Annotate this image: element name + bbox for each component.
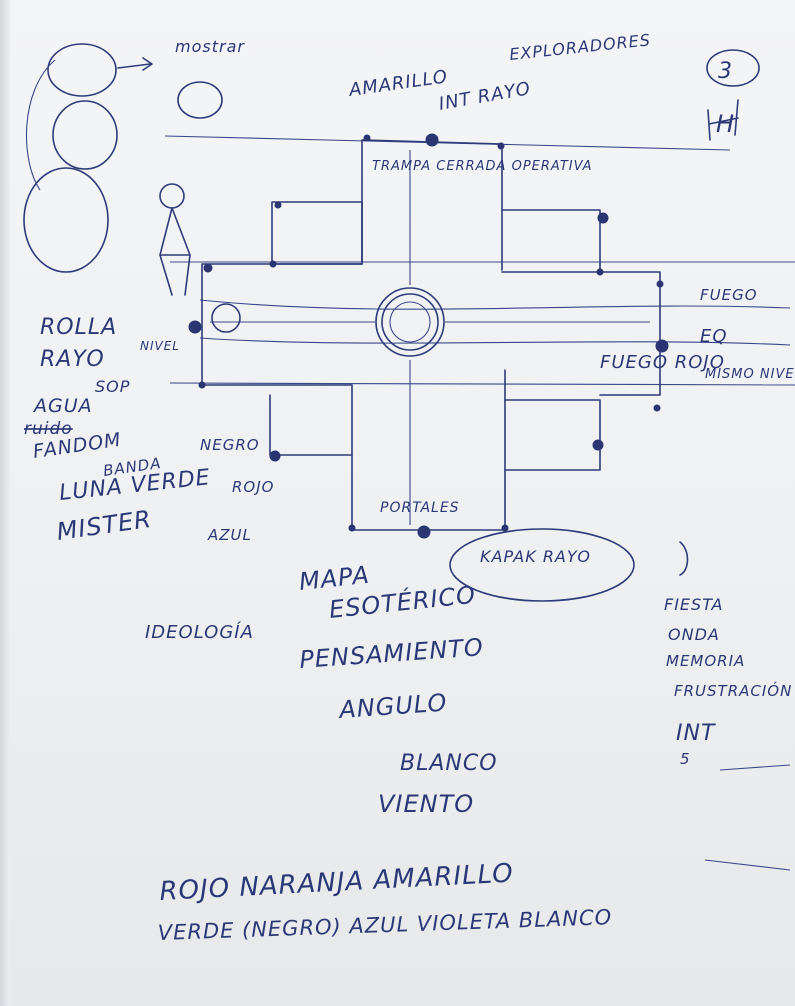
label-kapak-rayo: KAPAK RAYO: [480, 547, 591, 566]
list-rojo: ROJO: [232, 478, 274, 496]
label-ideologia: IDEOLOGÍA: [145, 621, 254, 643]
label-fuego: FUEGO: [700, 286, 758, 304]
label-eq: EQ: [700, 326, 728, 347]
colors-line-2: VERDE (NEGRO) AZUL VIOLETA BLANCO: [157, 905, 612, 945]
label-portales: PORTALES: [380, 500, 460, 516]
label-rolla: ROLLA: [40, 315, 117, 340]
figure-head: [160, 184, 184, 208]
list-negro: NEGRO: [200, 436, 260, 454]
label-trampa: TRAMPA CERRADA OPERATIVA: [372, 159, 593, 174]
small-circle-left: [212, 304, 240, 332]
label-exploradores: EXPLORADORES: [508, 30, 651, 64]
right-five: 5: [680, 750, 691, 768]
title-mapa: MAPA: [298, 561, 371, 596]
word-pensamiento: PENSAMIENTO: [298, 633, 484, 674]
right-frustracion: FRUSTRACIÓN: [674, 681, 792, 700]
label-sop: SOP: [95, 377, 130, 396]
word-angulo: ANGULO: [336, 689, 448, 725]
room-bottom-left: [270, 395, 352, 455]
right-int: INT: [676, 721, 716, 746]
circle-small-top: [48, 44, 116, 96]
label-rayo: RAYO: [40, 347, 105, 372]
center-vortex-core: [390, 302, 430, 342]
bubble-curl: [680, 542, 688, 575]
right-fiesta: FIESTA: [664, 595, 723, 614]
word-viento: VIENTO: [378, 790, 474, 818]
list-azul: AZUL: [207, 526, 252, 544]
colors-line-1: ROJO NARANJA AMARILLO: [159, 858, 515, 907]
room-bottom-right: [505, 400, 600, 470]
page-number-circle: [707, 50, 759, 86]
label-mismo-nivel: MISMO NIVEL: [705, 367, 795, 382]
corner-letter: H: [716, 110, 735, 138]
cross-right-arm: [600, 272, 660, 395]
label-amarillo: AMARILLO: [347, 66, 450, 101]
circle-right-small: [178, 82, 222, 118]
cross-left-arm: [202, 264, 362, 385]
center-vortex: [376, 288, 444, 356]
word-blanco: BLANCO: [400, 751, 498, 776]
room-top-right: [502, 210, 600, 272]
room-top-left: [272, 202, 362, 264]
label-nivel: NIVEL: [140, 339, 180, 353]
right-memoria: MEMORIA: [666, 652, 745, 670]
margin-strokes: [705, 765, 790, 870]
arrow-right: [118, 64, 150, 68]
list-agua: AGUA: [32, 395, 93, 417]
figure-body: [160, 208, 190, 295]
right-onda: ONDA: [668, 625, 720, 644]
circle-medium: [53, 101, 117, 169]
list-mister: MISTER: [55, 505, 153, 546]
label-int-rayo: INT RAYO: [437, 78, 532, 115]
note-top-left: mostrar: [175, 37, 245, 56]
page-number: 3: [718, 59, 733, 84]
